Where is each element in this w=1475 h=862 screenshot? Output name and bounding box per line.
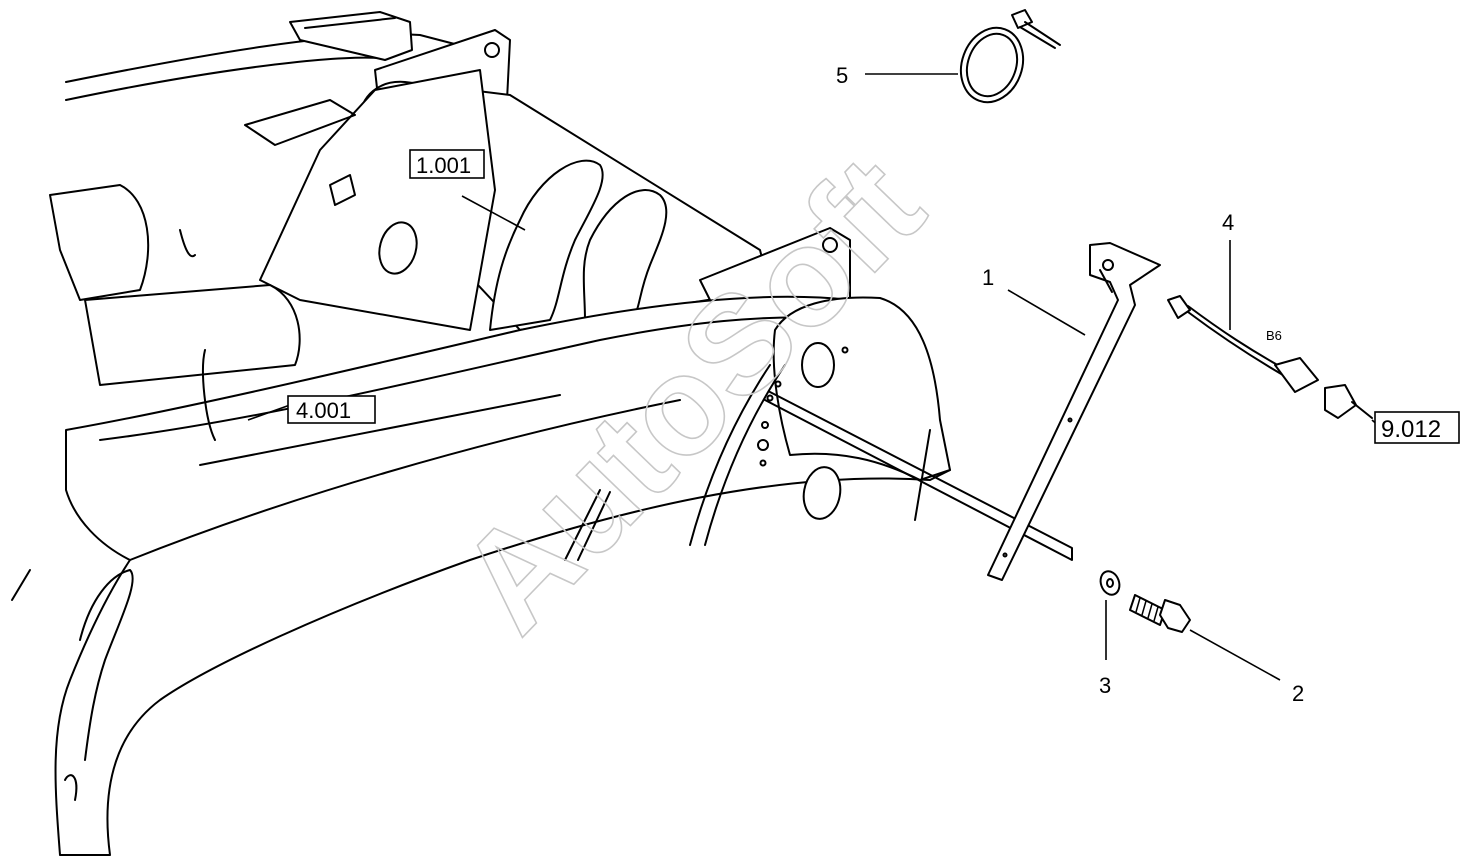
- sensor-cable-part: [1167, 295, 1373, 419]
- ref-box-1-001[interactable]: 1.001: [409, 149, 485, 179]
- ref-label-4-001: 4.001: [296, 398, 351, 423]
- leader-lines: [247, 73, 1381, 681]
- ref-box-4-001[interactable]: 4.001: [287, 395, 376, 424]
- ref-label-9-012: 9.012: [1381, 416, 1441, 443]
- callout-5: 5: [836, 63, 848, 88]
- ref-label-1-001: 1.001: [416, 153, 471, 178]
- sensor-bracket-part: [764, 242, 1161, 581]
- sensor-code-label: B6: [1266, 328, 1282, 343]
- callout-1: 1: [982, 265, 994, 290]
- washer-part: [1099, 570, 1121, 596]
- bolt-part: [1129, 594, 1191, 633]
- cable-tie-part: [959, 9, 1061, 104]
- callout-2: 2: [1292, 681, 1304, 706]
- loader-frame: [11, 11, 951, 856]
- ref-box-9-012[interactable]: 9.012: [1374, 411, 1460, 444]
- callout-4: 4: [1222, 210, 1234, 235]
- callout-3: 3: [1099, 673, 1111, 698]
